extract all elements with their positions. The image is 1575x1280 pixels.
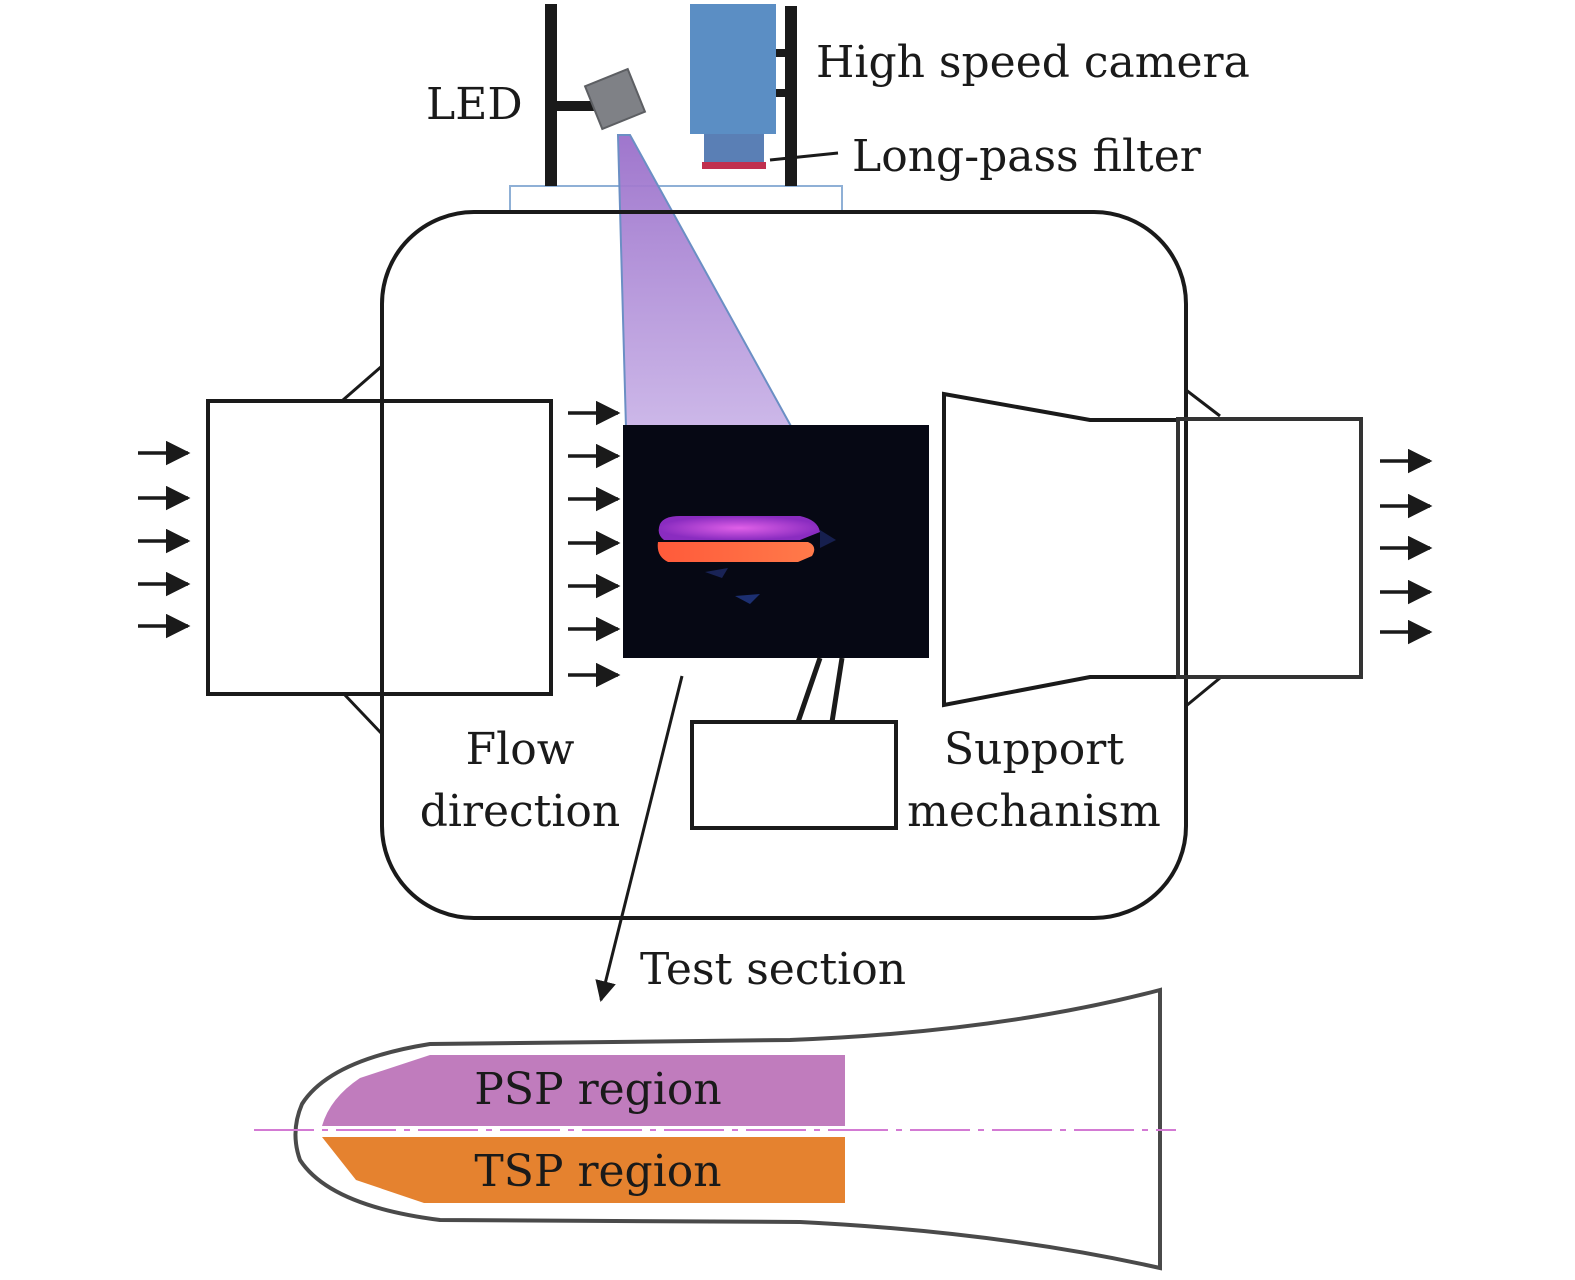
flow-direction-label-line1: Flow: [466, 724, 575, 775]
tsp-region: [322, 1137, 845, 1203]
test-section-pointer: [595, 675, 684, 1003]
led-icon: [583, 67, 647, 131]
test-section-chamber: [380, 210, 1188, 920]
led-stand: [545, 4, 597, 186]
image-psp-glow: [658, 516, 820, 540]
camera-stand: [775, 6, 797, 186]
support-mechanism-label-line1: Support: [944, 724, 1124, 775]
support-mechanism-label-line2: mechanism: [907, 786, 1161, 837]
flow-direction-label-line2: direction: [420, 786, 621, 837]
light-beam: [616, 134, 794, 429]
long-pass-filter-icon: [702, 162, 766, 169]
support-strut: [795, 657, 845, 723]
image-tsp-glow: [657, 542, 815, 562]
filter-label: Long-pass filter: [852, 131, 1202, 182]
test-image: [623, 425, 929, 658]
camera-label: High speed camera: [816, 37, 1250, 88]
support-box: [690, 720, 898, 830]
nozzle-flanges: [341, 364, 1221, 736]
flow-arrows: [138, 400, 1433, 688]
high-speed-camera-icon: [690, 4, 776, 169]
diffuser: [942, 391, 1363, 708]
filter-pointer-line: [769, 151, 839, 162]
led-label: LED: [426, 79, 523, 130]
nozzle-box: [206, 399, 553, 696]
test-section-label: Test section: [640, 944, 906, 995]
psp-region-label: PSP region: [474, 1064, 721, 1115]
psp-region: [322, 1055, 845, 1126]
window-plate: [509, 185, 843, 213]
tsp-region-label: TSP region: [474, 1146, 721, 1197]
